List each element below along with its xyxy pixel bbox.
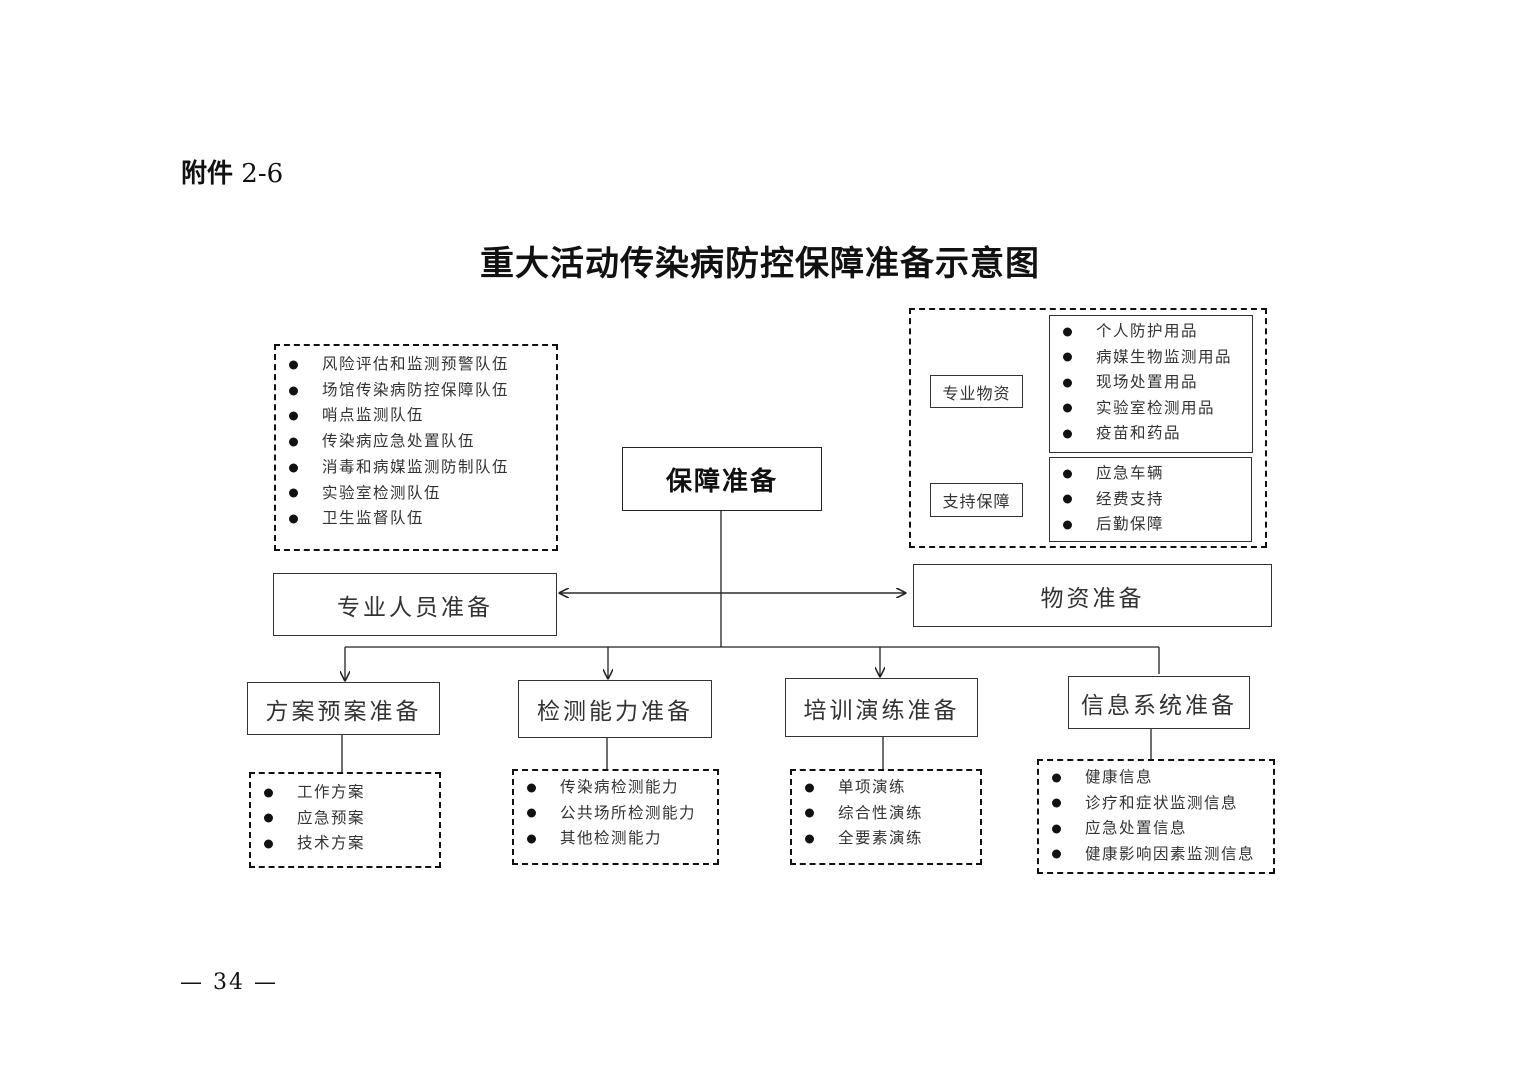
list-item: 应急处置信息 [1039,816,1273,842]
list-item: 经费支持 [1050,487,1251,513]
list-item: 个人防护用品 [1050,319,1252,345]
training-box: 培训演练准备 [785,678,978,737]
info-system-box: 信息系统准备 [1068,676,1250,729]
attachment-number: 2-6 [241,159,284,189]
list-item: 实验室检测队伍 [276,481,556,507]
list-item: 现场处置用品 [1050,370,1252,396]
training-list: 单项演练综合性演练全要素演练 [792,771,980,852]
detection-box: 检测能力准备 [518,680,712,738]
attachment-word: 附件 [181,159,234,189]
professional-supplies-box: 专业物资 [930,375,1023,408]
list-item: 综合性演练 [792,801,980,827]
attachment-label: 附件 2-6 [181,153,283,190]
center-box: 保障准备 [622,447,822,511]
list-item: 风险评估和监测预警队伍 [276,352,556,378]
list-item: 全要素演练 [792,826,980,852]
support-list-box: 应急车辆经费支持后勤保障 [1049,457,1252,542]
list-item: 诊疗和症状监测信息 [1039,791,1273,817]
personnel-list-box: 风险评估和监测预警队伍场馆传染病防控保障队伍哨点监测队伍传染病应急处置队伍消毒和… [274,344,558,551]
list-item: 应急预案 [251,806,439,832]
list-item: 卫生监督队伍 [276,506,556,532]
info-list: 健康信息诊疗和症状监测信息应急处置信息健康影响因素监测信息 [1039,761,1273,867]
page-number-value: 34 [213,970,245,995]
personnel-list: 风险评估和监测预警队伍场馆传染病防控保障队伍哨点监测队伍传染病应急处置队伍消毒和… [276,346,556,532]
list-item: 病媒生物监测用品 [1050,345,1252,371]
list-item: 健康影响因素监测信息 [1039,842,1273,868]
list-item: 疫苗和药品 [1050,421,1252,447]
list-item: 实验室检测用品 [1050,396,1252,422]
support-list: 应急车辆经费支持后勤保障 [1050,458,1251,538]
detection-list: 传染病检测能力公共场所检测能力其他检测能力 [514,771,717,852]
list-item: 哨点监测队伍 [276,403,556,429]
list-item: 单项演练 [792,775,980,801]
list-item: 场馆传染病防控保障队伍 [276,378,556,404]
list-item: 应急车辆 [1050,461,1251,487]
list-item: 工作方案 [251,780,439,806]
detection-list-box: 传染病检测能力公共场所检测能力其他检测能力 [512,769,719,865]
plan-list: 工作方案应急预案技术方案 [251,774,439,857]
list-item: 传染病检测能力 [514,775,717,801]
list-item: 健康信息 [1039,765,1273,791]
page-number: — 34 — [180,970,278,995]
info-list-box: 健康信息诊疗和症状监测信息应急处置信息健康影响因素监测信息 [1037,759,1275,874]
plan-box: 方案预案准备 [247,682,440,735]
training-list-box: 单项演练综合性演练全要素演练 [790,769,982,865]
plan-list-box: 工作方案应急预案技术方案 [249,772,441,868]
diagram-title: 重大活动传染病防控保障准备示意图 [480,244,1040,284]
professional-supplies-list: 个人防护用品病媒生物监测用品现场处置用品实验室检测用品疫苗和药品 [1050,316,1252,447]
list-item: 其他检测能力 [514,826,717,852]
materials-box: 物资准备 [913,564,1272,627]
personnel-box: 专业人员准备 [273,573,557,636]
support-box: 支持保障 [930,483,1023,517]
list-item: 公共场所检测能力 [514,801,717,827]
list-item: 技术方案 [251,831,439,857]
list-item: 消毒和病媒监测防制队伍 [276,455,556,481]
list-item: 后勤保障 [1050,512,1251,538]
list-item: 传染病应急处置队伍 [276,429,556,455]
professional-supplies-list-box: 个人防护用品病媒生物监测用品现场处置用品实验室检测用品疫苗和药品 [1049,315,1253,453]
